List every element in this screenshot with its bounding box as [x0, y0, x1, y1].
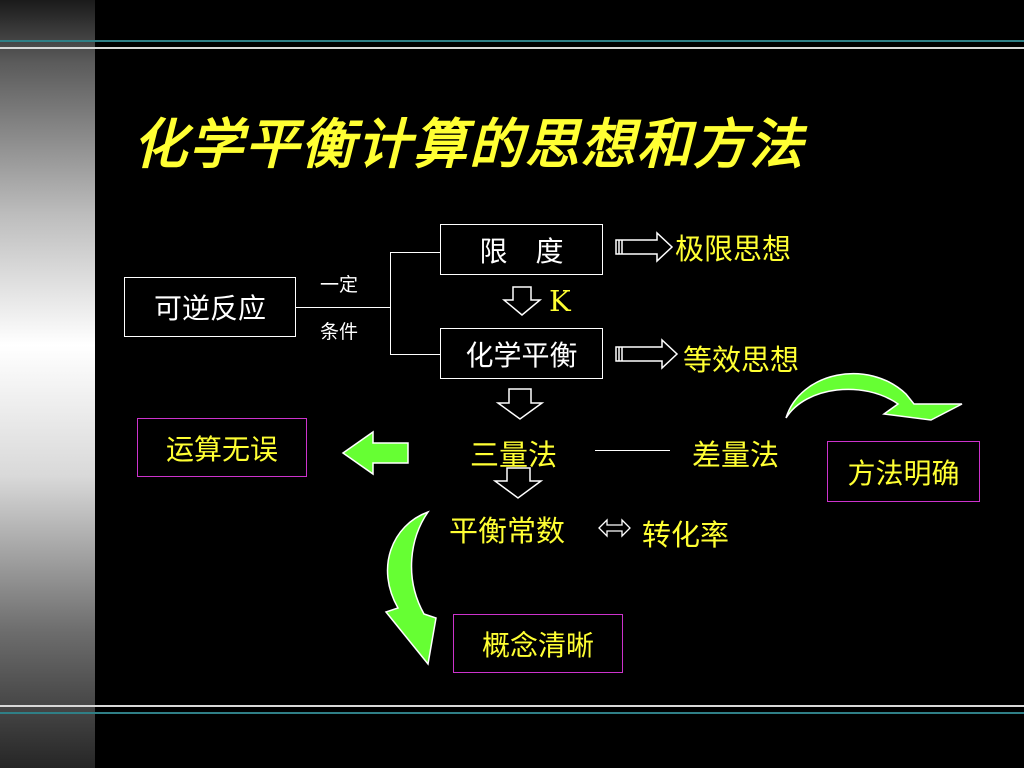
hollow-arrow-down-icon	[495, 388, 545, 420]
green-curved-arrow-icon	[785, 372, 963, 421]
node-reversible-reaction: 可逆反应	[124, 277, 296, 337]
label-limit-idea: 极限思想	[675, 232, 792, 266]
green-arrow-left-icon	[341, 430, 409, 476]
connector-to-equilibrium	[390, 354, 440, 355]
connector-main	[296, 307, 390, 308]
connector-to-limit	[390, 252, 440, 253]
connector-bracket	[390, 252, 391, 354]
node-no-error: 运算无误	[137, 418, 307, 477]
top-rule-white	[0, 47, 1024, 49]
node-limit: 限 度	[440, 224, 603, 275]
condition-label-2: 条件	[320, 321, 359, 343]
label-k: K	[549, 284, 571, 318]
label-difference-method: 差量法	[692, 438, 780, 472]
green-curved-arrow-icon	[384, 510, 437, 666]
double-arrow-icon	[598, 518, 631, 538]
label-eq-constant: 平衡常数	[449, 514, 566, 548]
bottom-rule-white	[0, 705, 1024, 707]
connector-methods	[595, 450, 670, 451]
hollow-arrow-down-icon	[501, 286, 543, 316]
node-concept-clear: 概念清晰	[453, 614, 623, 673]
condition-label-1: 一定	[320, 274, 359, 296]
node-equilibrium: 化学平衡	[440, 328, 603, 379]
hollow-arrow-right-icon	[615, 231, 674, 263]
label-conversion-rate: 转化率	[642, 518, 730, 552]
bottom-rule-teal	[0, 712, 1024, 714]
hollow-arrow-down-icon	[492, 467, 544, 499]
slide-title: 化学平衡计算的思想和方法	[133, 112, 805, 176]
top-rule-teal	[0, 40, 1024, 42]
side-gradient-strip	[0, 0, 95, 768]
label-three-quantity: 三量法	[470, 438, 558, 472]
hollow-arrow-right-icon	[615, 338, 679, 370]
node-method-clear: 方法明确	[827, 441, 980, 502]
label-equivalence-idea: 等效思想	[683, 343, 800, 377]
